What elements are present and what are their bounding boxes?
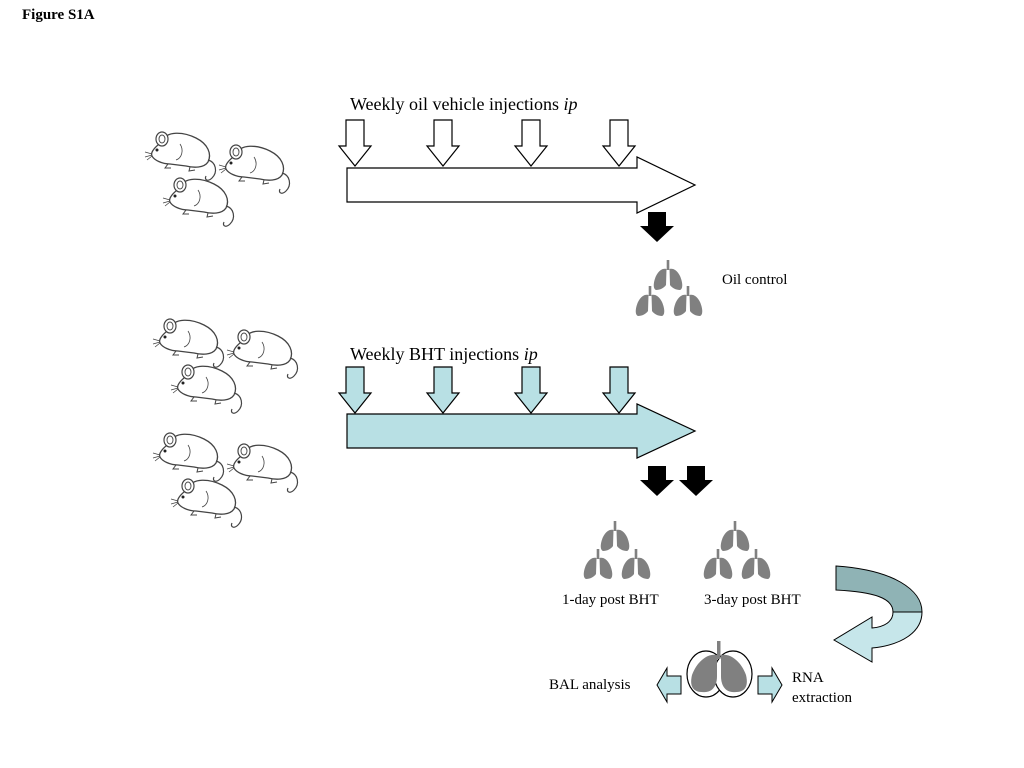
harvest-arrow (679, 466, 713, 496)
mouse-icon (218, 144, 291, 194)
bht-injection-label: Weekly BHT injections ip (350, 344, 538, 365)
harvest-arrow (640, 466, 674, 496)
bal-analysis-label: BAL analysis (549, 677, 631, 693)
bht-injection-label-text: Weekly BHT injections (350, 344, 524, 364)
oil-control-label: Oil control (722, 272, 788, 288)
bht-mice-group-2 (152, 432, 299, 528)
oil-mice-group (144, 131, 291, 227)
oil-lungs-group (635, 260, 703, 316)
oil-timeline-arrow (346, 156, 697, 214)
bal-arrow (656, 666, 682, 704)
lung-icon (621, 549, 651, 579)
injection-arrow (426, 119, 460, 167)
bht-injection-arrows (338, 366, 636, 414)
day3-label: 3-day post BHT (704, 592, 801, 608)
lung-icon (720, 521, 750, 551)
lung-icon (600, 521, 630, 551)
figure-title: Figure S1A (22, 7, 95, 23)
bht-injection-route: ip (523, 344, 538, 364)
oil-injection-label: Weekly oil vehicle injections ip (350, 94, 578, 115)
mouse-icon (152, 432, 225, 482)
mouse-icon (226, 329, 299, 379)
bht-day3-lungs-group (703, 521, 771, 579)
mouse-icon (226, 443, 299, 493)
oil-injection-arrows (338, 119, 636, 167)
curved-arrow (833, 565, 923, 663)
lung-icon (583, 549, 613, 579)
day1-label: 1-day post BHT (562, 592, 659, 608)
oil-injection-label-text: Weekly oil vehicle injections (350, 94, 564, 114)
harvest-arrow (640, 212, 674, 242)
rna-label-line2: extraction (792, 690, 852, 706)
injection-arrow (514, 366, 548, 414)
bht-mice-group-1 (152, 318, 299, 414)
lung-icon (653, 260, 683, 290)
rna-arrow (757, 666, 783, 704)
injection-arrow (338, 119, 372, 167)
lung-icon (635, 286, 665, 316)
lung-icon (703, 549, 733, 579)
injection-arrow (514, 119, 548, 167)
mouse-icon (170, 478, 243, 528)
large-lungs-icon (686, 641, 753, 698)
oil-injection-route: ip (563, 94, 578, 114)
bht-day1-lungs-group (583, 521, 651, 579)
injection-arrow (426, 366, 460, 414)
injection-arrow (602, 366, 636, 414)
mouse-icon (152, 318, 225, 368)
rna-label-line1: RNA (792, 670, 824, 686)
mouse-icon (170, 364, 243, 414)
mouse-icon (144, 131, 217, 181)
lung-icon (673, 286, 703, 316)
mouse-icon (162, 177, 235, 227)
injection-arrow (338, 366, 372, 414)
injection-arrow (602, 119, 636, 167)
bht-timeline-arrow (346, 403, 697, 459)
lung-icon (741, 549, 771, 579)
